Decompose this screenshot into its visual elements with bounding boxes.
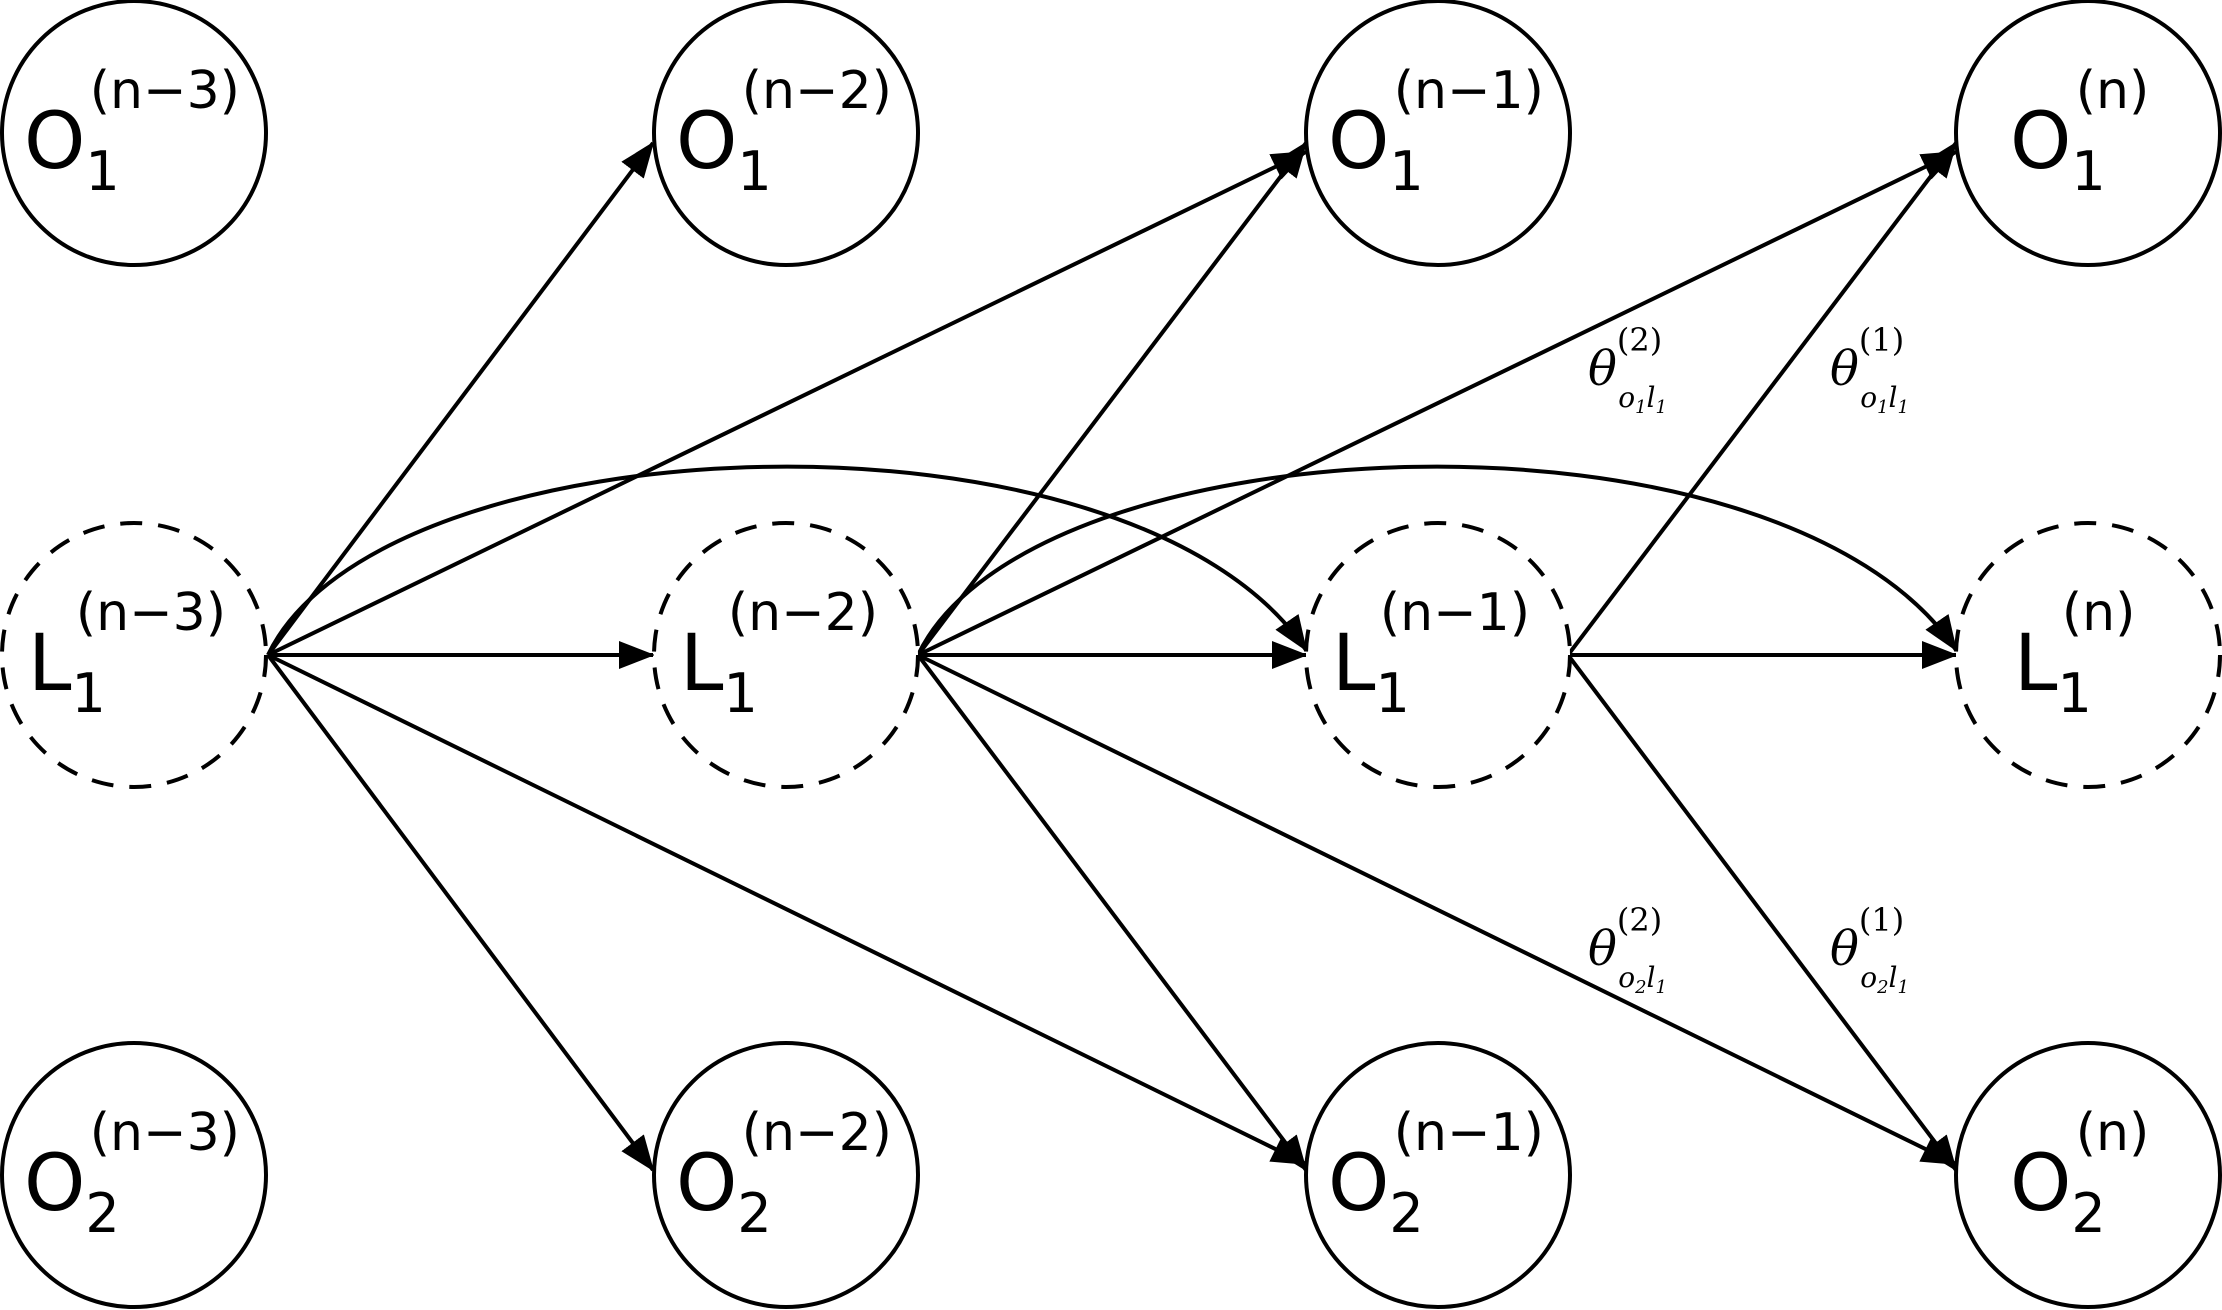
node-l1-n2-label: L1(n−2) bbox=[680, 583, 878, 725]
node-l1-n3-label: L1(n−3) bbox=[28, 583, 226, 725]
node-o1-n-circle bbox=[1954, 0, 2222, 267]
node-o2-n3-label: O2(n−3) bbox=[24, 1103, 240, 1245]
node-o1-n2-label: O1(n−2) bbox=[676, 61, 892, 203]
edge-l1n3-o2n1 bbox=[267, 653, 1308, 1166]
node-o1-n3-circle bbox=[0, 0, 268, 267]
edge-l1n2-l1n bbox=[916, 464, 1958, 656]
theta-o1l1-2-label: θ(2)o1l1 bbox=[1588, 321, 1667, 418]
theta-o2l1-1-label: θ(1)o2l1 bbox=[1830, 901, 1909, 998]
node-l1-n-label: L1(n) bbox=[2014, 583, 2135, 725]
node-l1-n2-circle bbox=[652, 521, 920, 789]
node-l1-n1-circle bbox=[1304, 521, 1572, 789]
node-o1-n1-circle bbox=[1304, 0, 1572, 267]
node-o1-n2-circle bbox=[652, 0, 920, 267]
node-o2-n3-circle bbox=[0, 1041, 268, 1309]
edges bbox=[266, 141, 1958, 1172]
theta-o1l1-1-label: θ(1)o1l1 bbox=[1830, 321, 1909, 418]
edge-l1n2-o2n bbox=[917, 653, 1958, 1166]
node-labels: O1(n−3) O1(n−2) O1(n−1) O1(n) L1(n−3) L1… bbox=[24, 61, 2149, 1245]
edge-l1n1-o2n bbox=[1566, 653, 1958, 1172]
edge-l1n3-l1n1 bbox=[266, 464, 1308, 656]
node-o2-n-label: O2(n) bbox=[2010, 1103, 2149, 1245]
node-o2-n2-label: O2(n−2) bbox=[676, 1103, 892, 1245]
node-o2-n1-label: O2(n−1) bbox=[1328, 1103, 1544, 1245]
edge-l1n2-o2n1 bbox=[916, 653, 1308, 1172]
edge-l1n3-o2n2 bbox=[266, 653, 655, 1172]
node-o1-n3-label: O1(n−3) bbox=[24, 61, 240, 203]
node-o2-n2-circle bbox=[652, 1041, 920, 1309]
edge-l1n1-o1n bbox=[1566, 141, 1958, 657]
node-o2-n-circle bbox=[1954, 1041, 2222, 1309]
node-l1-n3-circle bbox=[0, 521, 268, 789]
edge-l1n2-o1n1 bbox=[916, 141, 1308, 657]
node-o1-n1-label: O1(n−1) bbox=[1328, 61, 1544, 203]
node-o2-n1-circle bbox=[1304, 1041, 1572, 1309]
theta-o2l1-2-label: θ(2)o2l1 bbox=[1588, 901, 1667, 998]
edge-labels: θ(2)o1l1 θ(1)o1l1 θ(2)o2l1 θ(1)o2l1 bbox=[1588, 321, 1909, 998]
edge-l1n3-o1n1 bbox=[267, 150, 1308, 657]
edge-l1n2-o1n bbox=[917, 150, 1958, 657]
node-l1-n-circle bbox=[1954, 521, 2222, 789]
node-l1-n1-label: L1(n−1) bbox=[1332, 583, 1530, 725]
node-o1-n-label: O1(n) bbox=[2010, 61, 2149, 203]
edge-l1n3-o1n2 bbox=[266, 141, 655, 657]
